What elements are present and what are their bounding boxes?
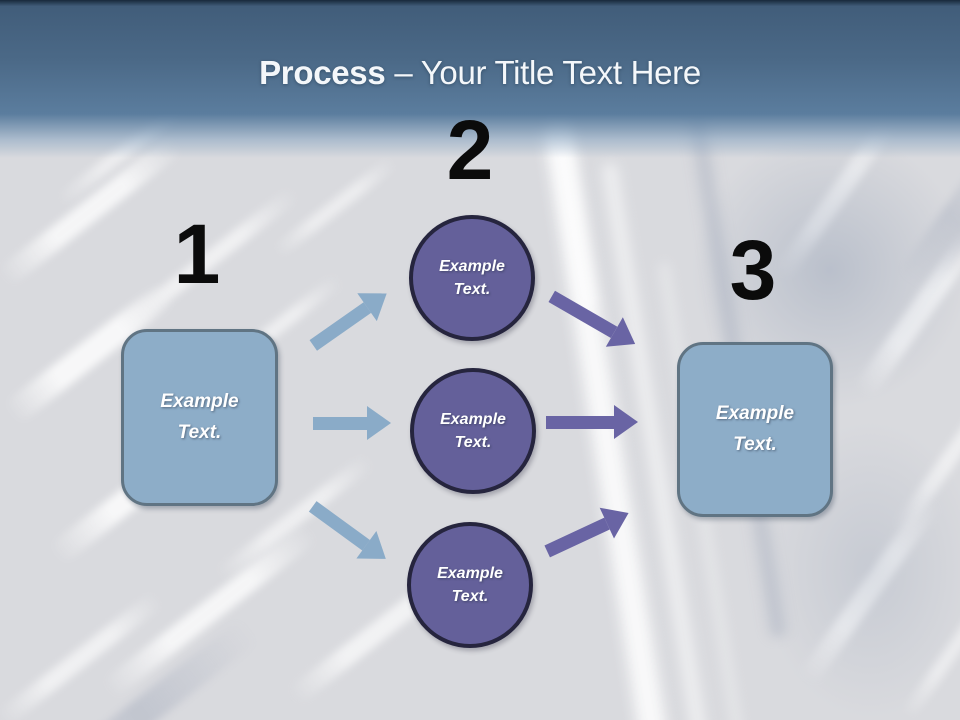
text-line: Example: [437, 564, 503, 582]
text-line: Text.: [453, 281, 491, 298]
arrow-middle-circle-to-rightbox: [546, 405, 638, 439]
arrow-shaft: [546, 415, 614, 429]
slide-title: Process– Your Title Text Here: [0, 54, 960, 92]
text-line: Example: [439, 257, 505, 275]
step-number-3: 3: [729, 223, 777, 317]
gear-streak: [271, 155, 399, 259]
arrow-shaft: [313, 416, 367, 430]
text-line: Example: [160, 390, 239, 412]
process-box-left: Example Text.: [121, 329, 278, 506]
process-circle-bottom-text: Example Text.: [411, 562, 529, 608]
text-line: Text.: [177, 421, 222, 443]
text-line: Example: [440, 410, 506, 428]
process-box-right: Example Text.: [677, 342, 833, 517]
text-line: Example: [715, 402, 795, 424]
process-box-left-text: Example Text.: [124, 387, 275, 449]
process-box-right-text: Example Text.: [680, 399, 830, 461]
process-circle-bottom: Example Text.: [407, 522, 533, 648]
text-line: Text.: [454, 434, 492, 451]
title-banner: Process– Your Title Text Here: [0, 0, 960, 158]
arrow-head: [367, 406, 391, 440]
process-circle-middle-text: Example Text.: [414, 408, 532, 454]
arrow-leftbox-to-middle-circle: [313, 406, 391, 440]
arrow-head: [614, 405, 638, 439]
title-emphasis: Process: [259, 54, 386, 91]
text-line: Text.: [733, 433, 777, 455]
process-circle-middle: Example Text.: [410, 368, 536, 494]
process-circle-top-text: Example Text.: [413, 255, 531, 301]
step-number-1: 1: [173, 207, 221, 301]
text-line: Text.: [451, 588, 489, 605]
process-circle-top: Example Text.: [409, 215, 535, 341]
step-number-2: 2: [446, 103, 494, 197]
title-rest: – Your Title Text Here: [394, 54, 701, 91]
